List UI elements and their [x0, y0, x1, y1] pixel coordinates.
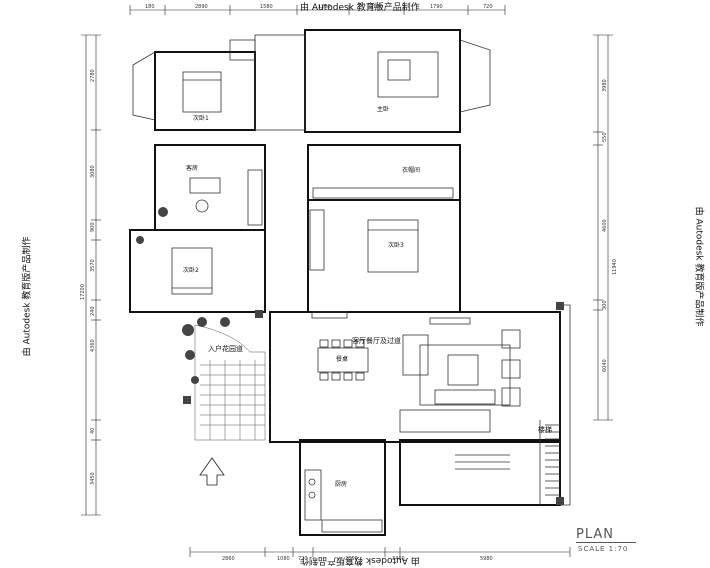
dim-left-6: 40	[90, 428, 96, 434]
room-label-cloakroom: 衣帽间	[402, 166, 420, 174]
room-label-secondary-bedroom-1: 次卧1	[193, 114, 209, 122]
dim-top-6: 720	[483, 4, 493, 10]
plan-title: PLAN	[576, 527, 614, 542]
dim-left-total: 17200	[80, 284, 86, 300]
dim-top-0: 180	[145, 4, 155, 10]
plan-title-underline	[576, 542, 636, 543]
dim-top-4: 2140	[370, 4, 383, 10]
dim-left-7: 3450	[90, 472, 96, 485]
dim-top-2: 1580	[260, 4, 273, 10]
dim-left-5: 4360	[90, 339, 96, 352]
dim-right-4: 6040	[602, 359, 608, 372]
dim-left-4: 240	[90, 306, 96, 316]
room-label-entrance-garden: 入户花园道	[208, 344, 243, 353]
dim-bottom-1: 1080	[277, 556, 290, 562]
dim-bottom-0: 2860	[222, 556, 235, 562]
plan-scale: SCALE 1:70	[578, 545, 629, 553]
watermark-bottom: 由 Autodesk 教育版产品制作	[300, 555, 420, 565]
dim-right-3: 300	[602, 300, 608, 310]
room-label-secondary-bedroom-2: 次卧2	[183, 266, 199, 274]
dim-bottom-4: 3400	[392, 556, 405, 562]
room-label-master-bedroom: 主卧	[377, 105, 389, 113]
dim-top-3: 1200	[318, 4, 331, 10]
room-label-living-dining: 客厅餐厅及过道	[352, 336, 401, 345]
dim-right-1: 550	[602, 132, 608, 142]
watermark-left: 由 Autodesk 教育版产品制作	[22, 236, 33, 357]
watermark-top: 由 Autodesk 教育版产品制作	[300, 3, 420, 13]
dim-bottom-5: 5980	[480, 556, 493, 562]
room-label-bedroom-3: 次卧3	[388, 241, 404, 249]
dim-left-2: 900	[90, 222, 96, 232]
dim-top-5: 1790	[430, 4, 443, 10]
dim-bottom-3: 2850	[345, 556, 358, 562]
dim-left-1: 3080	[90, 165, 96, 178]
room-label-kitchen: 厨房	[335, 480, 347, 488]
watermark-right: 由 Autodesk 教育版产品制作	[693, 206, 704, 327]
dim-right-2: 4600	[602, 219, 608, 232]
dim-right-0: 3980	[602, 79, 608, 92]
dim-right-total: 11940	[612, 259, 618, 275]
dim-bottom-2: 720	[298, 556, 308, 562]
dim-left-0: 2780	[90, 69, 96, 82]
room-label-guest-room: 客房	[186, 164, 198, 172]
dim-left-3: 3570	[90, 259, 96, 272]
dim-top-1: 2890	[195, 4, 208, 10]
room-label-dining: 餐桌	[336, 355, 348, 363]
room-label-stairs: 楼梯	[538, 425, 552, 434]
